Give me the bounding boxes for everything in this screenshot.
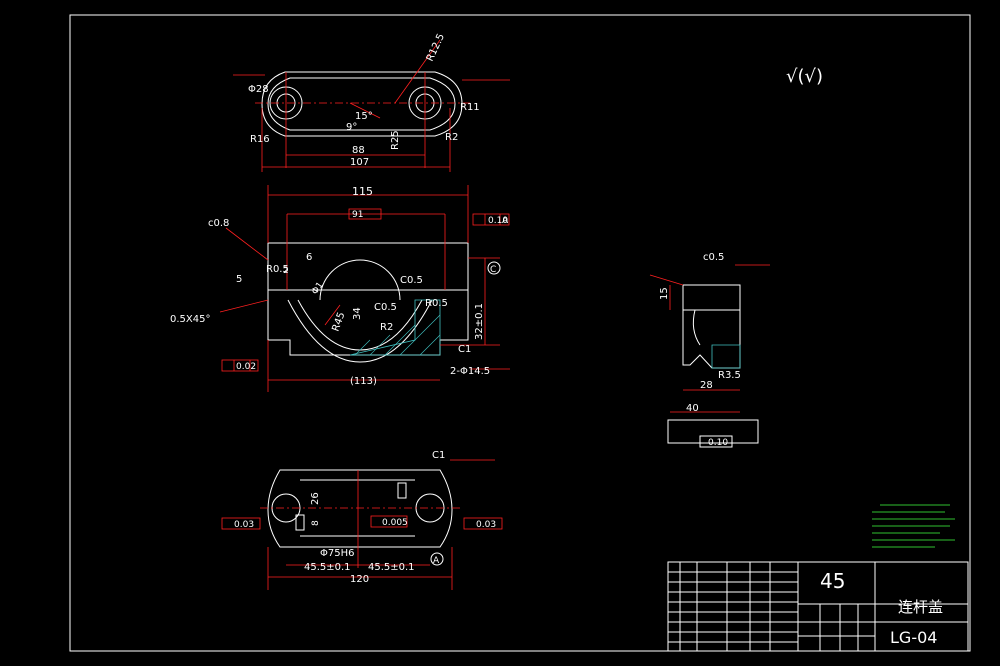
dim-91: 91 xyxy=(352,210,363,220)
surface-finish-symbol: √(√) xyxy=(786,66,823,87)
dim-455-left: 45.5±0.1 xyxy=(304,562,351,573)
section-hatch-area xyxy=(349,299,441,356)
tol-frame-010 xyxy=(472,213,510,226)
dim-115: 115 xyxy=(352,185,373,198)
c08-leader xyxy=(225,227,269,261)
side-view xyxy=(649,264,770,448)
bottom-view-outline xyxy=(267,469,453,548)
drawing-number-label: LG-04 xyxy=(890,628,937,647)
dim-r12-5: R12.5 xyxy=(425,32,447,63)
technical-notes xyxy=(872,504,955,548)
dim-r2: R2 xyxy=(445,132,458,143)
dim-113: (113) xyxy=(350,376,377,387)
dim-107: 107 xyxy=(350,157,369,168)
dim-r35: R3.5 xyxy=(718,370,741,381)
dim-r2-front: R2 xyxy=(380,322,393,333)
title-block xyxy=(667,561,969,652)
tol-003-left: 0.03 xyxy=(234,520,254,530)
dim-40: 40 xyxy=(686,403,699,414)
dim-15: 15 xyxy=(659,287,670,300)
chamfer-leader xyxy=(219,299,269,313)
datum-a-label: A xyxy=(502,216,509,226)
box-91 xyxy=(348,208,382,220)
top-view xyxy=(233,39,510,172)
dim-c1-bottom: C1 xyxy=(432,450,445,461)
dim-phi28: Φ28 xyxy=(248,84,269,95)
bottom-view xyxy=(221,459,503,590)
dim-26: 26 xyxy=(310,492,321,505)
dim-2: 2 xyxy=(283,266,289,276)
tol-010: 0.10 xyxy=(488,216,508,226)
tol-frame-side xyxy=(699,435,733,448)
dim-r11: R11 xyxy=(460,102,480,113)
datum-a-bottom: A xyxy=(433,556,440,566)
front-bore-upper-arc xyxy=(319,259,401,301)
top-view-inner-outline xyxy=(267,77,456,131)
tol-005: 0.005 xyxy=(382,518,408,528)
r45-leader xyxy=(324,304,341,326)
top-view-outline xyxy=(261,71,463,137)
title-block-frame xyxy=(667,561,969,652)
dim-c08: c0.8 xyxy=(208,218,229,229)
dim-32: 32±0.1 xyxy=(474,303,485,340)
tol-frame-002 xyxy=(221,359,259,372)
material-label: 45 xyxy=(820,569,845,593)
dim-15deg: 15° xyxy=(355,111,373,122)
drawing-border xyxy=(69,14,971,652)
dim-8: 8 xyxy=(311,520,321,526)
dim-28: 28 xyxy=(700,380,713,391)
datum-a-bottom-circle xyxy=(430,552,444,566)
dim-r05-right: R0.5 xyxy=(425,298,448,309)
dim-9deg: 9° xyxy=(346,122,357,133)
dim-c05-side: c0.5 xyxy=(703,252,724,263)
dim-88: 88 xyxy=(352,145,365,156)
datum-c-circle xyxy=(487,261,501,275)
side-view-bottom-rect xyxy=(667,419,759,444)
tol-frame-005 xyxy=(370,515,408,528)
part-name-label: 连杆盖 xyxy=(898,598,943,616)
dim-r25: R25 xyxy=(390,130,401,150)
datum-c-label: C xyxy=(490,265,496,275)
front-bore-outer-arc xyxy=(287,299,433,363)
dim-bore: Φ75H6 xyxy=(320,548,354,559)
tol-010-side: 0.10 xyxy=(708,438,728,448)
dim-r05-left: R0.5 xyxy=(266,264,289,275)
tol-002: 0.02 xyxy=(236,362,256,372)
dim-5: 5 xyxy=(236,274,242,285)
dim-r16: R16 xyxy=(250,134,270,145)
tol-frame-003-right xyxy=(463,517,503,530)
front-view xyxy=(219,185,510,392)
tol-003-right: 0.03 xyxy=(476,520,496,530)
dim-120: 120 xyxy=(350,574,369,585)
dim-holes: 2-Φ14.5 xyxy=(450,366,490,377)
dim-6: 6 xyxy=(306,252,312,263)
r12-leader xyxy=(394,39,441,104)
dim-c1-front: C1 xyxy=(458,344,471,355)
dim-c05-mid: C0.5 xyxy=(374,302,397,313)
dim-chamfer: 0.5X45° xyxy=(170,314,210,325)
dim-455-right: 45.5±0.1 xyxy=(368,562,415,573)
side-view-outline xyxy=(682,284,741,369)
dim-34: 34 xyxy=(352,307,363,320)
dim-c05-top: C0.5 xyxy=(400,275,423,286)
tol-frame-003-left xyxy=(221,517,261,530)
angle-line xyxy=(349,102,381,119)
